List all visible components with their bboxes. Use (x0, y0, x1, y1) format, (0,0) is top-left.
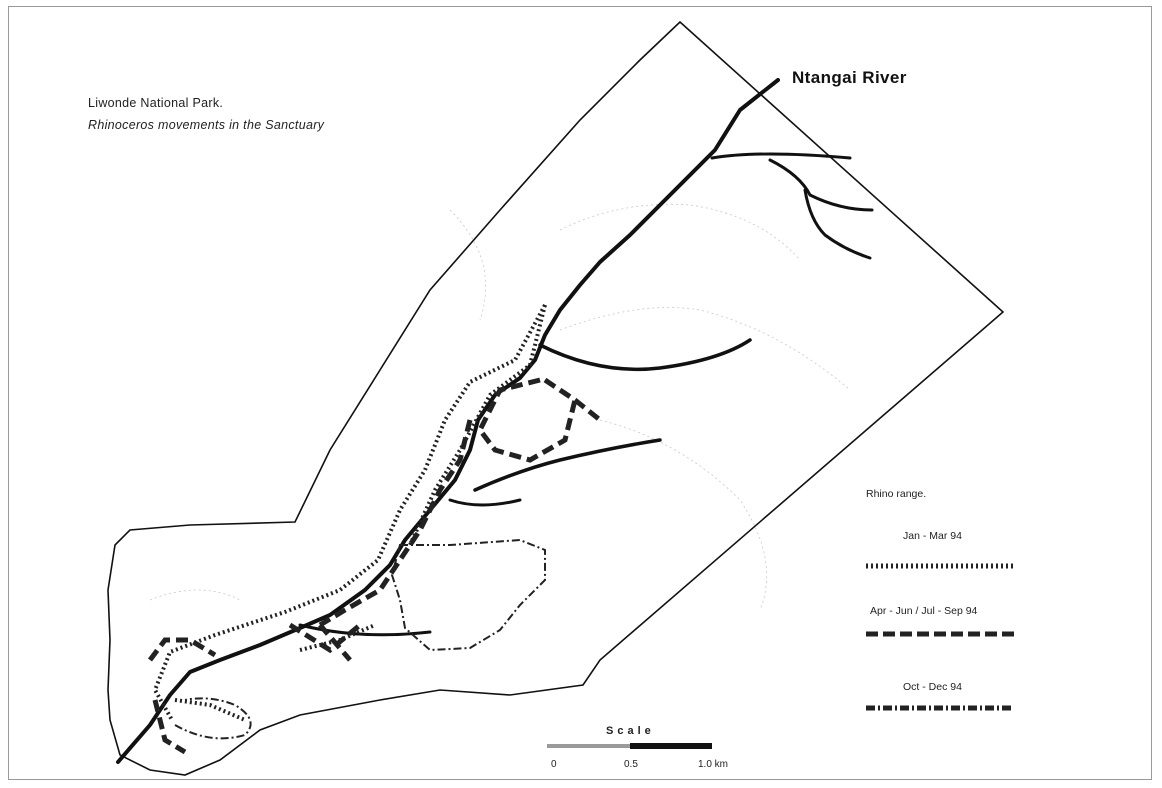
legend-label-oct-dec: Oct - Dec 94 (903, 681, 962, 693)
river-branch-ne-lower (768, 158, 874, 212)
map-frame (8, 6, 1152, 780)
river-branch-southwest (298, 623, 432, 637)
scale-tick-one: 1.0 km (698, 759, 729, 770)
river-branch-middle (473, 438, 662, 492)
scale-tick-0: 0 (551, 759, 557, 770)
legend-label-jan-mar: Jan - Mar 94 (903, 530, 962, 542)
legend-label-apr-sep: Apr - Jun / Jul - Sep 94 (870, 605, 978, 617)
river-branch-ne-south (803, 188, 872, 260)
terrain-contours (149, 203, 851, 611)
ntangai-river-main (116, 78, 780, 764)
scale-title: Scale (606, 725, 655, 737)
map-title: Liwonde National Park. (88, 96, 224, 110)
river-network (116, 78, 874, 764)
legend-title: Rhino range. (866, 488, 927, 500)
river-label: Ntangai River (792, 68, 907, 87)
range-oct-dec (174, 538, 546, 740)
river-branch-ne-upper (710, 152, 852, 160)
map-subtitle: Rhinoceros movements in the Sanctuary (88, 118, 325, 132)
range-apr-sep (148, 377, 602, 755)
scale-tick-half: 0.5 (624, 759, 638, 770)
legend-swatches (866, 563, 1014, 711)
river-branch-lower (448, 498, 522, 507)
river-branch-east (538, 338, 752, 372)
sanctuary-boundary (107, 20, 1005, 776)
